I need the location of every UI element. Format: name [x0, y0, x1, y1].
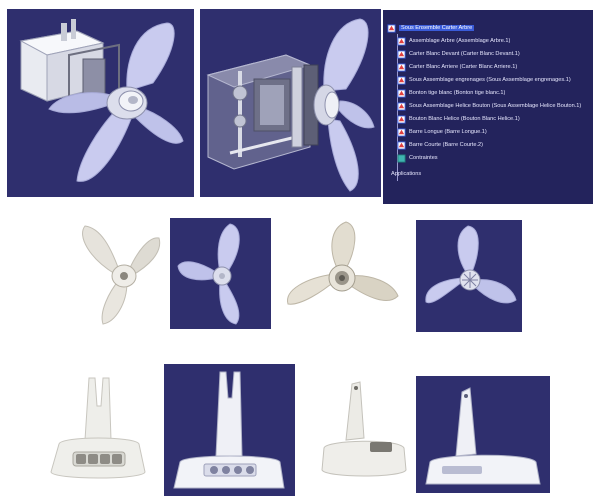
tree-item-label: Assemblage Arbre (Assemblage Arbre.1): [409, 38, 511, 44]
product-icon: [397, 49, 406, 59]
cad-view-fan-motor-transparent: [200, 9, 381, 197]
product-icon: [387, 23, 396, 33]
constraints-icon: [397, 153, 406, 163]
product-icon: [397, 62, 406, 72]
tree-item[interactable]: Barre Longue (Barre Longue.1): [397, 126, 487, 138]
photo-fan-stand-side: [316, 378, 410, 482]
fan-stand-side-render: [425, 387, 541, 485]
fan-blade-side-photo: [82, 225, 161, 325]
cad-view-fan-blade-front: [170, 218, 271, 329]
tree-item[interactable]: Assemblage Arbre (Assemblage Arbre.1): [397, 35, 510, 47]
tree-item-label: Carter Blanc Arriere (Carter Blanc Arrie…: [409, 64, 518, 70]
product-icon: [397, 75, 406, 85]
tree-item[interactable]: Contraintes: [397, 152, 438, 164]
cad-view-fan-stand-front: [164, 364, 295, 496]
product-icon: [397, 127, 406, 137]
fan-blade-front-render: [177, 223, 240, 325]
photo-fan-blade-back: [280, 218, 404, 330]
product-icon: [397, 88, 406, 98]
specification-tree: Sous Ensemble Carter Arbre Assemblage Ar…: [383, 10, 593, 204]
tree-root-item[interactable]: Sous Ensemble Carter Arbre: [387, 22, 475, 34]
tree-item-label: Barre Longue (Barre Longue.1): [409, 129, 487, 135]
tree-item-label: Sous Assemblage Helice Bouton (Sous Asse…: [409, 103, 582, 109]
tree-item-label: Barre Courte (Barre Courte.2): [409, 142, 483, 148]
photo-fan-stand-front: [45, 370, 151, 484]
photo-fan-blade-side: [75, 218, 165, 328]
tree-item[interactable]: Bouton Blanc Helice (Bouton Blanc Helice…: [397, 113, 520, 125]
fan-motor-transparent-render: [206, 18, 375, 192]
fan-blade-back-photo: [287, 221, 399, 305]
cad-view-fan-blade-rear: [416, 220, 522, 332]
product-icon: [397, 101, 406, 111]
cad-view-fan-stand-side: [416, 376, 550, 493]
tree-item-label: Carter Blanc Devant (Carter Blanc Devant…: [409, 51, 520, 57]
tree-item[interactable]: Bonton tige blanc (Bonton tige blanc.1): [397, 87, 505, 99]
tree-item-label: Bonton tige blanc (Bonton tige blanc.1): [409, 90, 506, 96]
cad-view-fan-motor-front: [7, 9, 194, 197]
fan-motor-front-render: [19, 19, 184, 182]
tree-root-label: Sous Ensemble Carter Arbre: [399, 25, 475, 31]
tree-item[interactable]: Sous Assemblage engrenages (Sous Assembl…: [397, 74, 571, 86]
tree-item-label: Sous Assemblage engrenages (Sous Assembl…: [409, 77, 571, 83]
tree-item-label: Applications: [391, 171, 422, 177]
fan-stand-front-render: [173, 371, 285, 489]
fan-stand-front-photo: [50, 377, 146, 479]
tree-item[interactable]: Sous Assemblage Helice Bouton (Sous Asse…: [397, 100, 581, 112]
fan-stand-side-photo: [321, 381, 407, 477]
tree-item-label: Bouton Blanc Helice (Bouton Blanc Helice…: [409, 116, 520, 122]
tree-item[interactable]: Carter Blanc Devant (Carter Blanc Devant…: [397, 48, 520, 60]
product-icon: [397, 140, 406, 150]
product-icon: [397, 114, 406, 124]
tree-item[interactable]: Carter Blanc Arriere (Carter Blanc Arrie…: [397, 61, 517, 73]
tree-item[interactable]: Barre Courte (Barre Courte.2): [397, 139, 483, 151]
tree-item-label: Contraintes: [409, 155, 438, 161]
fan-blade-rear-render: [425, 225, 517, 304]
tree-item[interactable]: Applications: [391, 168, 421, 180]
product-icon: [397, 36, 406, 46]
